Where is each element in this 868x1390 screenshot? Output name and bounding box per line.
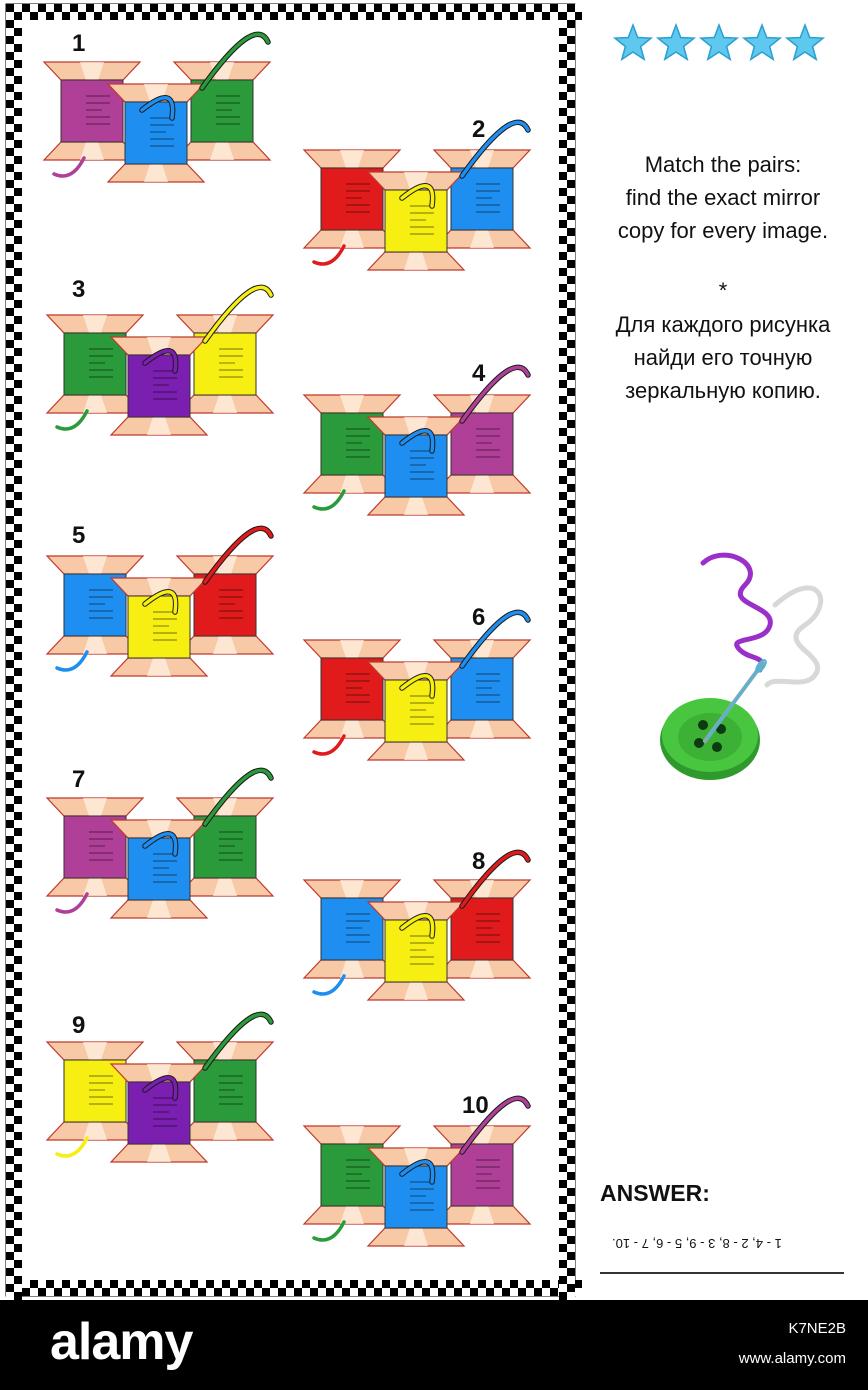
thread-yellow bbox=[143, 590, 178, 614]
instruction-line: найди его точную bbox=[633, 345, 813, 370]
spool-group-3 bbox=[45, 284, 275, 436]
thread-blue bbox=[140, 96, 175, 120]
item-number-2: 2 bbox=[472, 116, 486, 143]
spool-group-6 bbox=[302, 609, 532, 761]
thread-blue bbox=[460, 120, 530, 178]
item-number-8: 8 bbox=[472, 848, 486, 875]
spool-green bbox=[175, 797, 275, 897]
star-icon bbox=[784, 22, 826, 62]
thread-green bbox=[312, 489, 346, 511]
spool-group-1 bbox=[42, 31, 272, 183]
spool-red bbox=[432, 879, 532, 979]
answer-label: ANSWER: bbox=[600, 1180, 710, 1206]
spool-group-5 bbox=[45, 525, 275, 677]
item-number-6: 6 bbox=[472, 604, 486, 631]
watermark-footer: alamy K7NE2B www.alamy.com bbox=[0, 1300, 868, 1390]
spool-group-9 bbox=[45, 1011, 275, 1163]
item-number-7: 7 bbox=[72, 766, 86, 793]
spool-group-8 bbox=[302, 849, 532, 1001]
spool-blue bbox=[109, 819, 209, 919]
thread-green bbox=[55, 409, 89, 431]
spool-red bbox=[302, 639, 402, 739]
thread-red bbox=[203, 526, 273, 584]
instruction-russian: Для каждого рисунка найди его точную зер… bbox=[583, 308, 863, 407]
spool-group-7 bbox=[45, 767, 275, 919]
thread-magenta bbox=[460, 365, 530, 423]
spool-green bbox=[302, 1125, 402, 1225]
thread-green bbox=[200, 32, 270, 90]
thread-yellow bbox=[400, 674, 435, 698]
answer-text-upside-down: 1 - 4, 2 - 8, 3 - 9, 5 - 6, 7 - 10. bbox=[612, 1236, 782, 1251]
site-url: www.alamy.com bbox=[738, 1350, 846, 1367]
spool-blue bbox=[302, 879, 402, 979]
instruction-line: find the exact mirror bbox=[625, 185, 821, 210]
thread-red bbox=[312, 734, 346, 756]
spool-blue bbox=[432, 149, 532, 249]
instruction-line: Match the pairs: bbox=[644, 152, 802, 177]
star-icon bbox=[655, 22, 697, 62]
item-number-1: 1 bbox=[72, 30, 86, 57]
star-icon bbox=[612, 22, 654, 62]
instruction-english: Match the pairs: find the exact mirror c… bbox=[583, 148, 863, 247]
puzzle-board bbox=[5, 3, 582, 1300]
answer-underline bbox=[600, 1272, 844, 1274]
spool-group-4 bbox=[302, 364, 532, 516]
spool-groups bbox=[42, 31, 532, 1247]
thread-red bbox=[460, 850, 530, 908]
thread-magenta bbox=[460, 1096, 530, 1154]
brand-logo: alamy bbox=[50, 1313, 193, 1371]
thread-blue bbox=[312, 974, 346, 996]
spool-blue bbox=[45, 555, 145, 655]
thread-yellow bbox=[55, 1136, 89, 1158]
star-icon bbox=[741, 22, 783, 62]
item-number-4: 4 bbox=[472, 360, 486, 387]
spool-group-10 bbox=[302, 1095, 532, 1247]
spool-magenta bbox=[432, 394, 532, 494]
spool-group-2 bbox=[302, 119, 532, 271]
thread-purple bbox=[143, 349, 178, 373]
thread-blue bbox=[400, 1160, 435, 1184]
spool-blue bbox=[432, 639, 532, 739]
spool-blue bbox=[106, 83, 206, 183]
spool-purple bbox=[109, 336, 209, 436]
item-number-5: 5 bbox=[72, 522, 86, 549]
thread-magenta bbox=[55, 892, 89, 914]
thread-green bbox=[203, 768, 273, 826]
spool-blue bbox=[366, 1147, 466, 1247]
spool-magenta bbox=[45, 797, 145, 897]
item-number-3: 3 bbox=[72, 276, 86, 303]
thread-purple bbox=[143, 1076, 178, 1100]
spool-green bbox=[45, 314, 145, 414]
thread-blue bbox=[460, 610, 530, 668]
spool-magenta bbox=[42, 61, 142, 161]
thread-green bbox=[203, 1012, 273, 1070]
thread-green bbox=[312, 1220, 346, 1242]
instruction-line: зеркальную копию. bbox=[625, 378, 821, 403]
thread-red bbox=[312, 244, 346, 266]
star-icon bbox=[698, 22, 740, 62]
thread-yellow bbox=[400, 914, 435, 938]
spool-red bbox=[302, 149, 402, 249]
instruction-line: Для каждого рисунка bbox=[615, 312, 831, 337]
image-id: K7NE2B bbox=[788, 1320, 846, 1337]
needle-and-button-icon bbox=[660, 552, 824, 780]
item-number-9: 9 bbox=[72, 1012, 86, 1039]
item-number-10: 10 bbox=[462, 1092, 489, 1119]
spool-green bbox=[302, 394, 402, 494]
thread-magenta bbox=[52, 156, 86, 178]
thread-yellow bbox=[400, 184, 435, 208]
thread-blue bbox=[400, 429, 435, 453]
difficulty-stars bbox=[612, 22, 826, 62]
spool-yellow bbox=[366, 901, 466, 1001]
instruction-line: copy for every image. bbox=[617, 218, 829, 243]
spool-yellow bbox=[366, 171, 466, 271]
thread-blue bbox=[143, 832, 178, 856]
instruction-separator: * bbox=[718, 278, 728, 303]
thread-blue bbox=[55, 650, 89, 672]
thread-yellow bbox=[203, 285, 273, 343]
spool-yellow bbox=[109, 577, 209, 677]
